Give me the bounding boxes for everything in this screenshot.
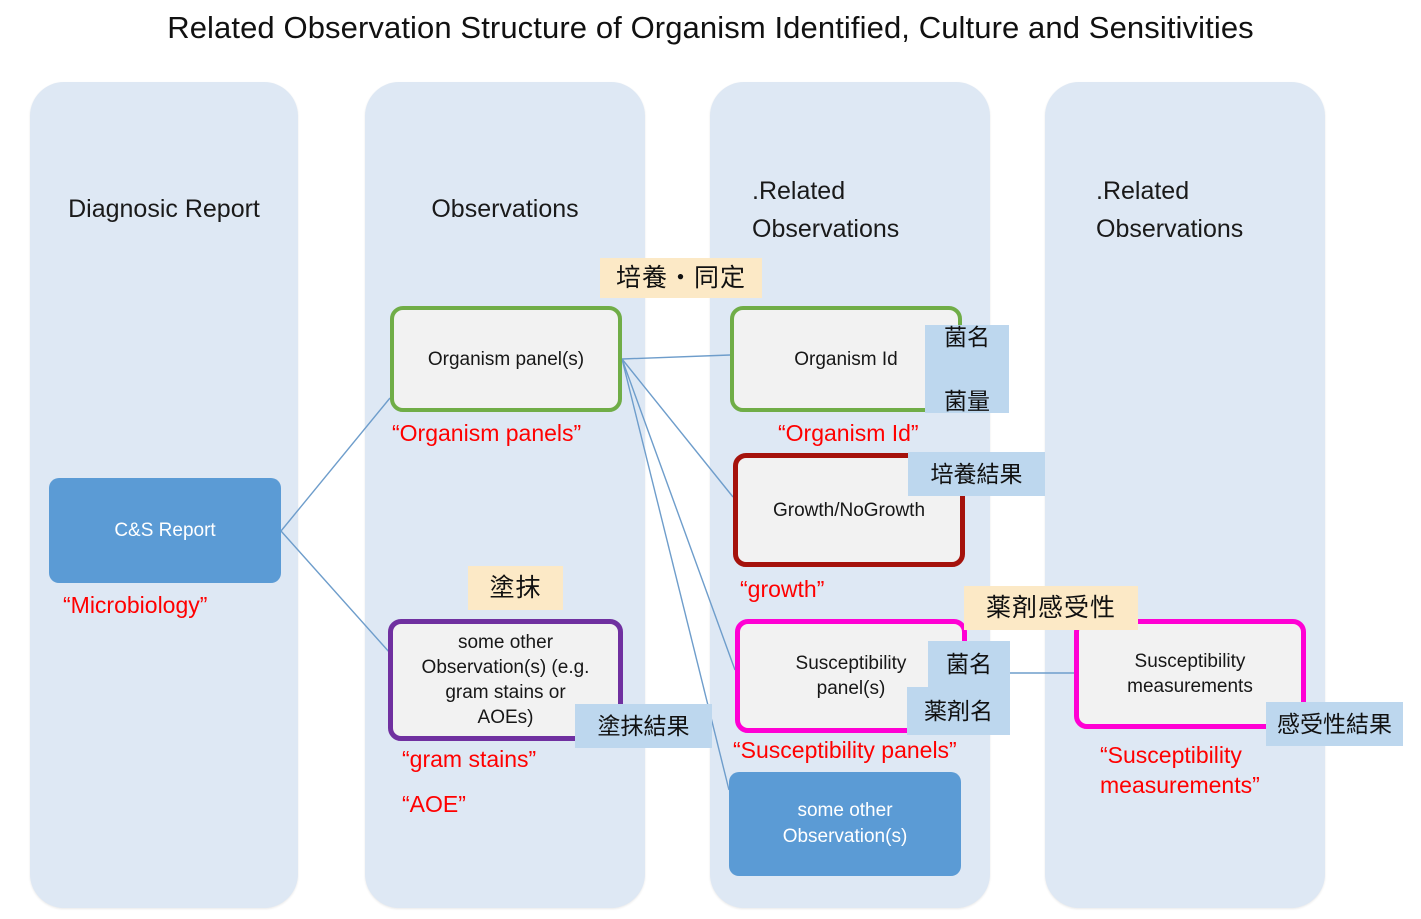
page-title: Related Observation Structure of Organis… [167,10,1254,45]
caption-gram-stains: “gram stains” [402,746,537,772]
node-susceptibility-measurements[interactable]: Susceptibility measurements [1074,619,1306,729]
node-other-observations[interactable]: some other Observation(s) [729,772,961,876]
node-cs-report[interactable]: C&S Report [49,478,281,583]
caption-organism-panels: “Organism panels” [392,420,582,446]
column-label-related-observations-2: .Related Observations [1096,177,1244,243]
tag-susceptibility-result: 感受性結果 [1266,702,1403,746]
column-label-observations: Observations [431,195,579,223]
tag-culture-result: 培養結果 [908,452,1045,496]
caption-organism-id: “Organism Id” [778,420,919,446]
node-organism-panels[interactable]: Organism panel(s) [390,306,622,412]
caption-microbiology: “Microbiology” [63,592,208,618]
tag-organism-name-amount: 菌名 菌量 [925,324,1009,414]
tag-drug-name: 薬剤名 [907,687,1010,735]
banner-drug-susceptibility: 薬剤感受性 [964,586,1138,630]
tag-smear-result: 塗抹結果 [575,704,712,748]
column-panel-observations [365,82,645,908]
column-panel-related-observations-2 [1045,82,1325,908]
banner-smear: 塗抹 [468,566,563,610]
column-label-related-observations-1: .Related Observations [752,177,900,243]
caption-aoe: “AOE” [402,791,466,817]
caption-susceptibility-panels: “Susceptibility panels” [733,737,957,763]
caption-growth: “growth” [740,576,825,602]
node-organism-id[interactable]: Organism Id [730,306,962,412]
column-label-diagnostic-report: Diagnosic Report [68,195,260,223]
banner-culture-identification: 培養・同定 [600,258,762,298]
tag-organism-name: 菌名 [928,641,1010,687]
caption-susceptibility-measurements: “Susceptibility measurements” [1100,742,1260,798]
